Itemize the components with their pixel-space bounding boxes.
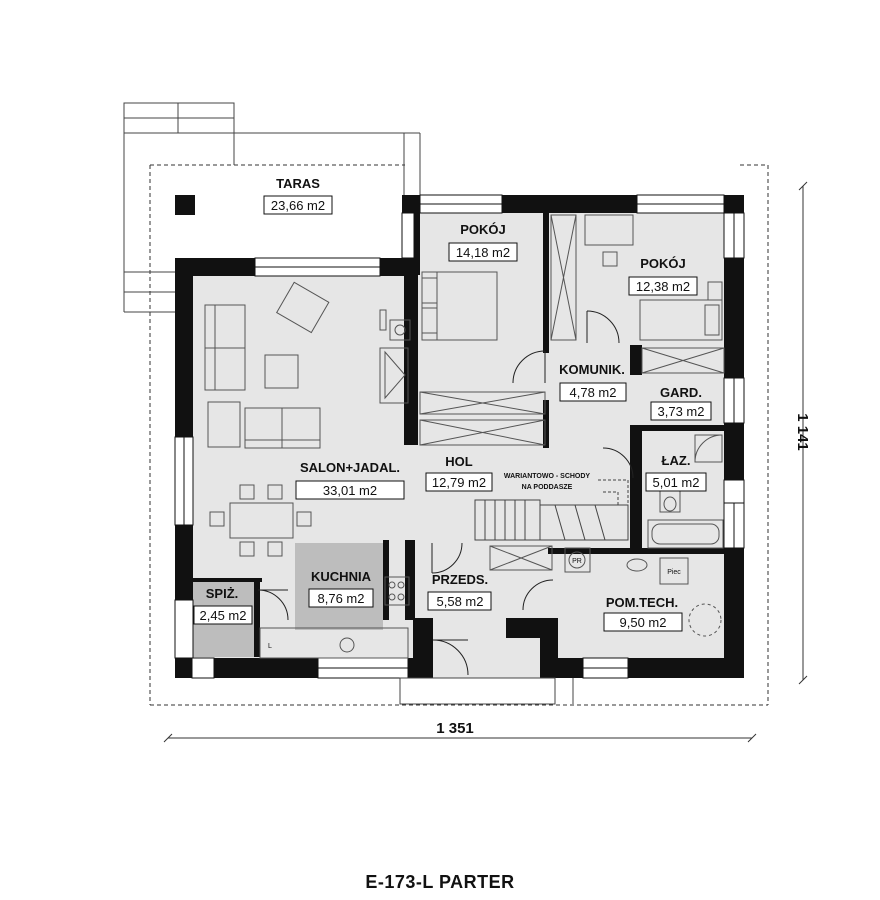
room-spiz-name: SPIŻ.	[206, 586, 239, 601]
room-spiz-area: 2,45 m2	[200, 608, 247, 623]
width-dimension-label: 1 351	[436, 720, 474, 737]
room-kuchnia-name: KUCHNIA	[311, 569, 372, 584]
kitchen-floor	[295, 543, 383, 630]
room-laz-name: ŁAZ.	[662, 453, 691, 468]
room-przeds: PRZEDS. 5,58 m2	[427, 572, 492, 611]
room-pokoj-2: POKÓJ 12,38 m2	[628, 256, 698, 296]
height-dimension	[798, 181, 808, 685]
room-przeds-name: PRZEDS.	[432, 572, 488, 587]
room-komunik-area: 4,78 m2	[570, 385, 617, 400]
room-pomtech-name: POM.TECH.	[606, 595, 678, 610]
pr-label: PR	[572, 558, 582, 565]
room-salon-name: SALON+JADAL.	[300, 460, 400, 475]
roof-outline	[149, 164, 769, 706]
windows	[174, 194, 745, 679]
room-salon: SALON+JADAL. 33,01 m2	[295, 460, 405, 500]
room-gard: GARD. 3,73 m2	[650, 385, 712, 421]
room-pokoj-2-name: POKÓJ	[640, 256, 686, 271]
plan-title: E-173-L PARTER	[365, 872, 514, 892]
room-komunik: KOMUNIK. 4,78 m2	[559, 362, 627, 402]
inner-walls	[192, 213, 724, 657]
room-pomtech: POM.TECH. 9,50 m2	[603, 595, 683, 632]
room-taras-name: TARAS	[276, 176, 320, 191]
stairs-note: WARIANTOWO - SCHODY NA PODDASZE	[504, 473, 591, 491]
height-dimension-label: 1 141	[794, 413, 811, 451]
terrace-column	[175, 195, 195, 215]
room-taras-area: 23,66 m2	[271, 198, 325, 213]
room-spiz: SPIŻ. 2,45 m2	[193, 586, 253, 625]
furniture	[204, 214, 725, 659]
room-hol-area: 12,79 m2	[432, 475, 486, 490]
width-dimension	[163, 733, 757, 743]
room-taras: TARAS 23,66 m2	[263, 176, 333, 215]
room-gard-area: 3,73 m2	[658, 404, 705, 419]
room-kuchnia-area: 8,76 m2	[318, 591, 365, 606]
room-pokoj-1-name: POKÓJ	[460, 222, 506, 237]
room-pokoj-1: POKÓJ 14,18 m2	[448, 222, 518, 262]
stairs	[474, 479, 629, 541]
piec-label: Piec	[667, 569, 681, 576]
fridge-label: L	[268, 643, 272, 650]
room-pokoj-2-area: 12,38 m2	[636, 279, 690, 294]
terrace-steps	[123, 102, 421, 313]
room-hol-name: HOL	[445, 454, 473, 469]
doors	[257, 310, 634, 676]
room-hol: HOL 12,79 m2	[425, 454, 493, 492]
room-pokoj-1-area: 14,18 m2	[456, 245, 510, 260]
room-gard-name: GARD.	[660, 385, 702, 400]
room-kuchnia: KUCHNIA 8,76 m2	[308, 569, 374, 608]
stairs-note-line1: WARIANTOWO - SCHODY	[504, 473, 591, 480]
room-salon-area: 33,01 m2	[323, 483, 377, 498]
room-laz-area: 5,01 m2	[653, 475, 700, 490]
room-laz: ŁAZ. 5,01 m2	[645, 453, 707, 492]
stairs-note-line2: NA PODDASZE	[522, 484, 573, 491]
room-komunik-name: KOMUNIK.	[559, 362, 625, 377]
entrance-steps	[399, 677, 574, 705]
room-pomtech-area: 9,50 m2	[620, 615, 667, 630]
room-przeds-area: 5,58 m2	[437, 594, 484, 609]
